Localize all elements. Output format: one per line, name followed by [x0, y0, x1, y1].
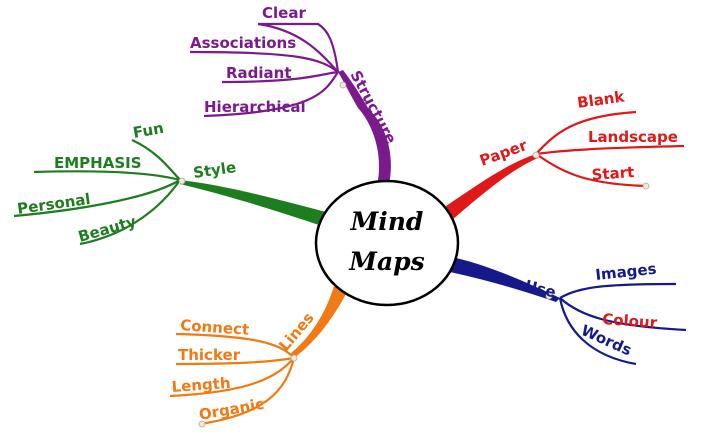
paper-start-end-dot [642, 182, 650, 190]
style-leaf-line-personal [13, 179, 181, 218]
structure-branch-label: Structure [346, 67, 400, 146]
paper-leaf-blank: Blank [576, 87, 626, 112]
style-leaf-line-fun [131, 138, 181, 181]
use-main-branch [450, 258, 560, 302]
style-node [178, 177, 186, 185]
branch-use: Images Colour Words Use [450, 258, 687, 366]
use-node [545, 292, 553, 300]
structure-leaf-hierarchical: Hierarchical [204, 98, 306, 116]
style-leaf-line-beauty [79, 179, 181, 246]
lines-organic-end-dot [198, 420, 206, 428]
paper-leaf-landscape: Landscape [588, 128, 678, 146]
use-leaf-colour: Colour [602, 310, 659, 332]
structure-leaf-line-clear [257, 22, 340, 73]
center-ellipse [314, 179, 460, 307]
use-leaf-line-colour [559, 297, 687, 332]
lines-leaf-line-length [169, 357, 295, 398]
style-leaf-line-emphasis [33, 170, 181, 182]
lines-leaf-line-thicker [175, 356, 295, 366]
structure-leaf-line-associations [189, 50, 339, 73]
style-branch-label: Style [192, 158, 237, 182]
lines-main-branch [290, 286, 346, 358]
style-main-branch [180, 180, 326, 226]
center-title-line1: Mind [350, 207, 424, 236]
style-leaf-emphasis: EMPHASIS [54, 154, 142, 172]
style-leaf-personal: Personal [16, 190, 92, 218]
use-leaf-line-words [558, 297, 637, 366]
style-leaf-fun: Fun [132, 119, 166, 142]
style-leaf-beauty: Beauty [76, 212, 138, 246]
center-title-line2: Maps [348, 247, 424, 276]
structure-leaf-radiant: Radiant [226, 64, 292, 82]
lines-node [290, 354, 298, 362]
lines-leaf-length: Length [171, 374, 231, 396]
paper-leaf-line-blank [535, 110, 637, 155]
lines-leaf-line-connect [175, 332, 295, 359]
structure-node [339, 81, 347, 89]
use-leaf-images: Images [595, 260, 658, 284]
branch-lines: Connect Thicker Length Organic Lines [169, 286, 346, 428]
center-node: Mind Maps [314, 179, 460, 307]
branch-paper: Blank Landscape Start Paper [446, 87, 685, 220]
structure-leaf-clear: Clear [262, 4, 306, 22]
structure-leaf-line-radiant [221, 70, 339, 84]
lines-leaf-thicker: Thicker [178, 346, 241, 364]
branch-style: Fun EMPHASIS Personal Beauty Style [13, 119, 326, 246]
paper-leaf-start: Start [591, 163, 635, 184]
lines-leaf-connect: Connect [180, 316, 250, 339]
structure-leaf-line-hierarchical [203, 71, 339, 118]
lines-leaf-line-organic [199, 357, 296, 426]
paper-node [532, 151, 540, 159]
paper-leaf-line-landscape [535, 144, 685, 156]
use-branch-label: Use [523, 276, 558, 301]
paper-main-branch [446, 154, 538, 220]
lines-leaf-organic: Organic [198, 395, 266, 424]
paper-leaf-line-start [535, 153, 647, 188]
use-leaf-line-images [559, 282, 677, 299]
structure-leaf-associations: Associations [190, 34, 296, 52]
